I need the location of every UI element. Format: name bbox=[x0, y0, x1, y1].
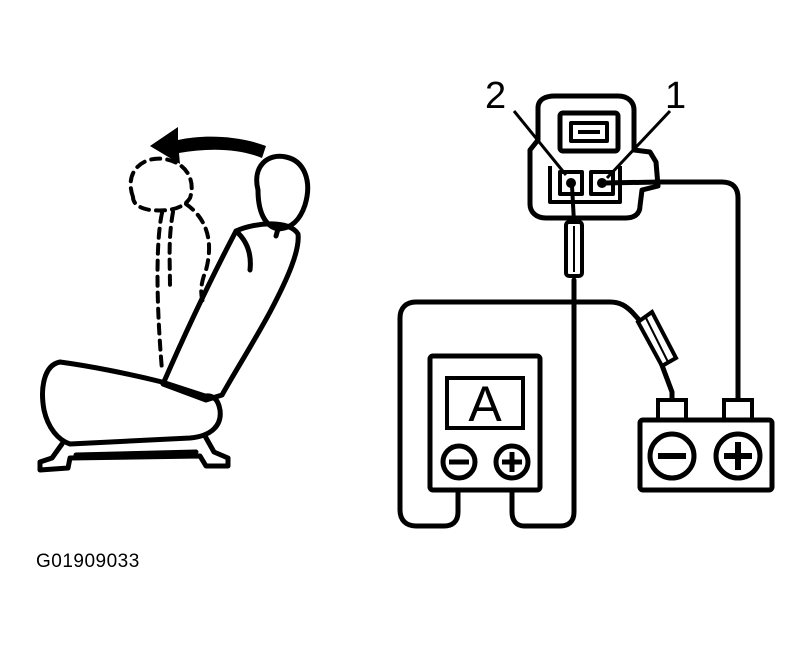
battery-plus-icon bbox=[713, 431, 763, 481]
wire-clip bbox=[635, 309, 679, 369]
test-probe bbox=[564, 185, 584, 278]
wire-terminal1-to-battery-positive bbox=[601, 179, 741, 403]
ammeter-letter: A bbox=[468, 376, 502, 432]
headrest bbox=[254, 153, 311, 232]
callout-leaders bbox=[512, 109, 672, 180]
switch-connector bbox=[527, 93, 661, 221]
wire-terminal2-to-ammeter-positive bbox=[509, 277, 577, 529]
battery-minus-icon bbox=[647, 431, 697, 481]
seat-cushion bbox=[40, 359, 223, 447]
recline-arrow-icon bbox=[150, 127, 266, 164]
terminal-2-pin bbox=[566, 178, 576, 188]
seat-illustration bbox=[37, 127, 311, 473]
figure-code: G01909033 bbox=[36, 551, 140, 572]
ammeter-plus-icon bbox=[493, 443, 531, 481]
seat-base-rail bbox=[37, 433, 231, 473]
wire-ammeter-negative-to-battery-negative bbox=[397, 299, 653, 529]
ammeter-minus-icon bbox=[440, 443, 478, 481]
battery bbox=[637, 398, 775, 493]
ammeter: A bbox=[427, 353, 543, 493]
test-wires bbox=[397, 179, 741, 529]
callout-terminal-1: 1 bbox=[665, 75, 686, 117]
callout-terminal-2: 2 bbox=[485, 75, 506, 117]
reclined-seatback-outline bbox=[128, 156, 212, 372]
seatback bbox=[160, 221, 301, 403]
